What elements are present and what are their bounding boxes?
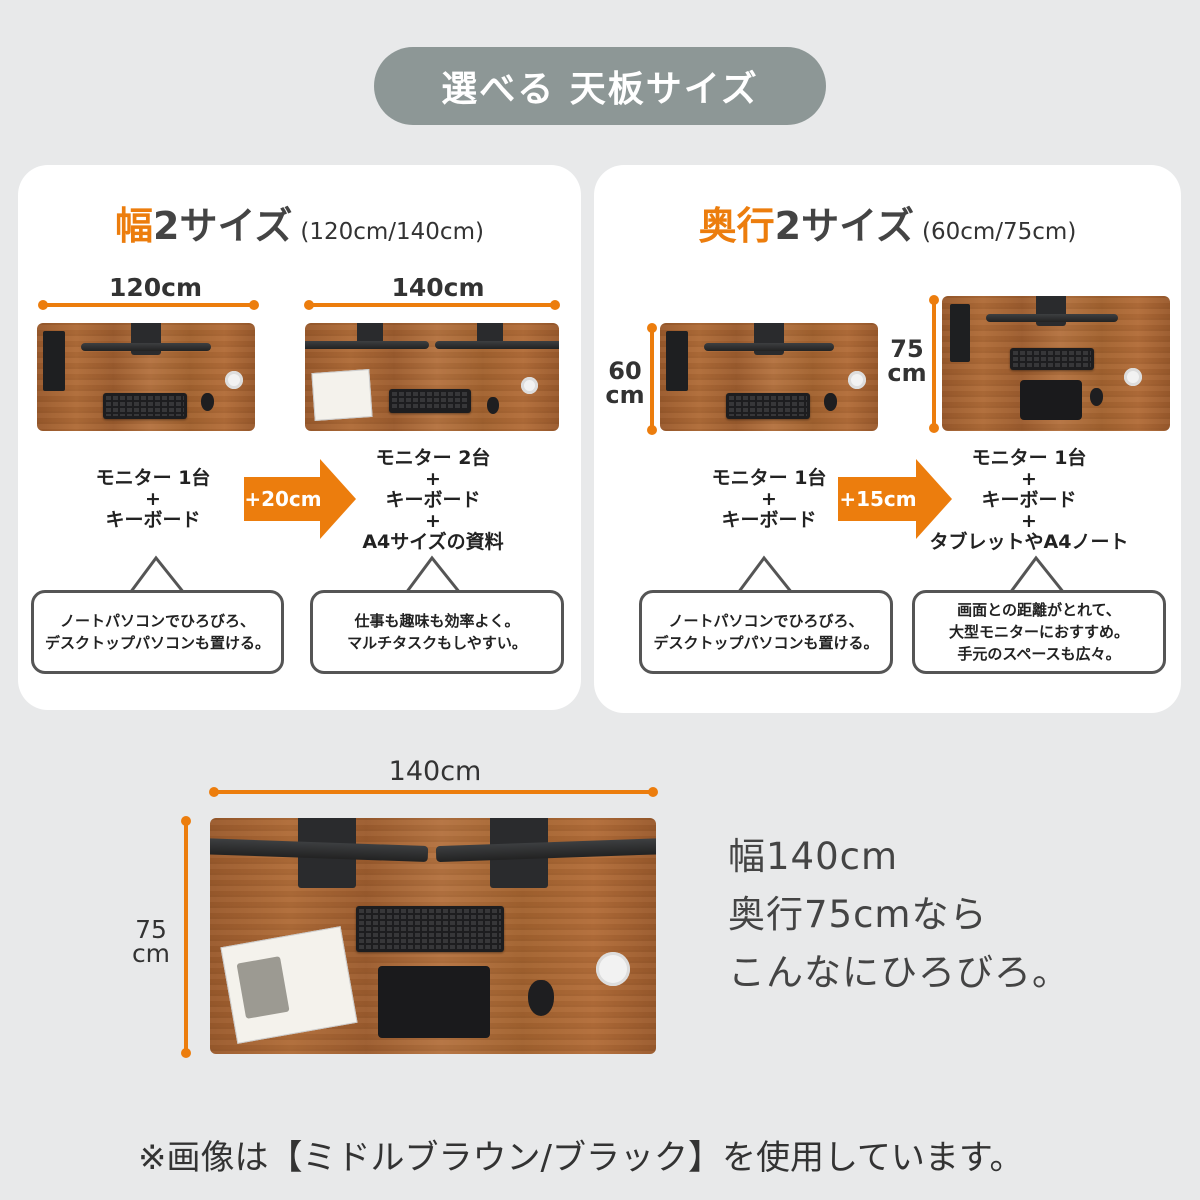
cup [848,371,866,389]
desktop-pc [666,331,688,391]
notebook [220,926,358,1044]
width-140-label: 140cm [391,273,485,302]
title-rest: 2サイズ [774,204,914,248]
depth-increase-arrow: +15cm [838,459,952,539]
speech-bubble-140: 仕事も趣味も効率よく。マルチタスクもしやすい。 [310,590,564,674]
mouse [487,397,499,414]
mouse [528,980,554,1016]
speech-bubble-tail [127,555,188,595]
speech-bubble-tail [403,555,464,595]
caption-120: モニター 1台 + キーボード [95,467,211,531]
showcase-depth-line [181,816,191,1058]
desk-120-image [37,323,255,431]
monitor [986,314,1118,322]
showcase-desk-image [210,818,656,1054]
keyboard [726,393,810,419]
width-140-line [304,300,560,310]
desk-140-image [305,323,559,431]
monitor [81,343,211,351]
depth-75-line [929,295,939,433]
showcase-width-label: 140cm [388,756,482,787]
notebook [311,369,373,421]
speech-bubble-tail [735,555,796,595]
monitor-right [435,341,559,349]
desktop-pc [43,331,65,391]
section-title-pill: 選べる 天板サイズ [374,47,826,125]
speech-bubble-120: ノートパソコンでひろびろ、デスクトップパソコンも置ける。 [31,590,284,674]
footnote: ※画像は【ミドルブラウン/ブラック】を使用しています。 [138,1138,1024,1178]
depth-panel: 奥行 2サイズ (60cm/75cm) 60 cm モニター 1台 + キーボー… [594,165,1181,713]
depth-60-line [647,323,657,435]
mouse [1090,388,1103,406]
showcase-description: 幅140cm 奥行75cmなら こんなにひろびろ。 [728,835,1070,994]
showcase-width-line [209,787,658,797]
cup [225,371,243,389]
speech-bubble-tail [1007,555,1068,595]
caption-60: モニター 1台 + キーボード [711,467,827,531]
monitor [704,343,834,351]
width-panel-title: 幅 2サイズ (120cm/140cm) [18,195,581,250]
pen-tablet [1020,380,1082,420]
title-rest: 2サイズ [153,204,293,248]
keyboard [103,393,187,419]
caption-140: モニター 2台 + キーボード + A4サイズの資料 [362,447,504,553]
desk-60-image [660,323,878,431]
cup [1124,368,1142,386]
monitor-left [305,341,429,349]
cup [521,377,538,394]
width-panel: 幅 2サイズ (120cm/140cm) 120cm モニター 1台 + キーボ… [18,165,581,710]
mouse [201,393,214,411]
pen-tablet [378,966,490,1038]
depth-60-label: 60 cm [605,357,645,409]
title-accent: 幅 [115,204,154,248]
keyboard [356,906,504,952]
title-accent: 奥行 [698,204,775,248]
width-120-line [38,300,259,310]
cup [596,952,630,986]
mouse [824,393,837,411]
showcase-depth-label: 75 cm [131,915,171,968]
keyboard [389,389,471,413]
width-120-label: 120cm [108,273,203,302]
caption-75: モニター 1台 + キーボード + タブレットやA4ノート [929,447,1129,553]
title-sub: (60cm/75cm) [921,219,1077,245]
depth-panel-title: 奥行 2サイズ (60cm/75cm) [594,195,1181,250]
depth-75-label: 75 cm [887,335,927,387]
width-increase-arrow: +20cm [244,459,356,539]
desk-75-image [942,296,1170,431]
speech-bubble-60: ノートパソコンでひろびろ、デスクトップパソコンも置ける。 [639,590,893,674]
keyboard [1010,348,1094,370]
desktop-pc [950,304,970,362]
speech-bubble-75: 画面との距離がとれて、大型モニターにおすすめ。手元のスペースも広々。 [912,590,1166,674]
title-sub: (120cm/140cm) [300,219,484,245]
